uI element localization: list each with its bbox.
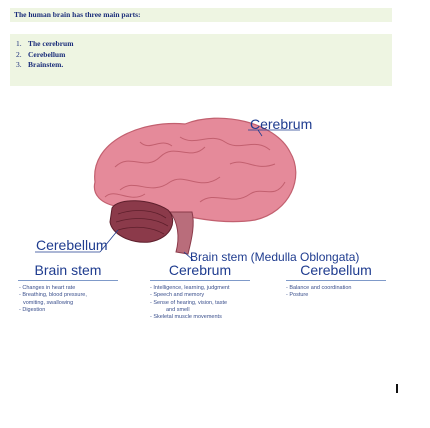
column-divider xyxy=(150,280,250,281)
list-item: 2. Cerebellum xyxy=(16,50,392,61)
list-item: - Balance and coordination xyxy=(286,285,352,291)
brainstem-shape xyxy=(168,211,194,255)
list-item: 3. Brainstem. xyxy=(16,60,392,71)
cerebrum-label: Cerebrum xyxy=(250,116,313,132)
cerebellum-leader xyxy=(99,229,119,253)
list-item: - Digestion xyxy=(19,306,46,313)
list-item: - Speech and memory xyxy=(150,292,205,299)
brainstem-label: Brain stem (Medulla Oblongata) xyxy=(190,250,360,264)
cerebellum-functions: - Balance and coordination - Posture xyxy=(286,285,351,300)
part-name: Brainstem. xyxy=(28,60,64,69)
intro-banner: The human brain has three main parts: xyxy=(10,8,392,22)
list-item: 1. The cerebrum xyxy=(16,39,392,50)
brain-illustration xyxy=(35,117,300,261)
part-name: The cerebrum xyxy=(28,39,74,48)
list-number: 2. xyxy=(16,49,22,59)
intro-text: The human brain has three main parts: xyxy=(14,10,141,19)
list-number: 1. xyxy=(16,39,22,48)
cerebrum-functions: - Intelligence, learning, judgment - Spe… xyxy=(150,285,230,321)
cerebellum-shape xyxy=(109,200,173,243)
cerebellum-folds xyxy=(115,210,169,235)
parts-list-box: 1. The cerebrum 2. Cerebellum 3. Brainstem. xyxy=(10,34,392,86)
list-item: and smell xyxy=(166,306,190,313)
gyri-lines xyxy=(104,136,286,203)
list-item: - Breathing, blood pressure, xyxy=(19,292,87,299)
cerebellum-label: Cerebellum xyxy=(36,237,108,253)
functions-section: Brain stem Cerebrum Cerebellum - Changes… xyxy=(0,258,430,428)
parts-list: 1. The cerebrum 2. Cerebellum 3. Brainstem. xyxy=(16,39,392,71)
list-item: - Intelligence, learning, judgment xyxy=(150,285,230,291)
part-name: Cerebellum xyxy=(28,49,66,59)
column-title-cerebellum: Cerebellum xyxy=(300,262,372,278)
column-divider xyxy=(286,280,386,281)
cerebrum-leader xyxy=(257,129,263,137)
list-number: 3. xyxy=(16,60,22,69)
brain-diagram: Cerebrum Cerebellum Brain stem (Medulla … xyxy=(0,112,430,272)
column-divider xyxy=(18,280,118,281)
text-cursor xyxy=(396,384,398,393)
list-item: - Changes in heart rate xyxy=(19,285,76,291)
column-title-cerebrum: Cerebrum xyxy=(168,262,232,278)
brainstem-leader xyxy=(183,251,194,261)
list-item: - Posture xyxy=(286,292,309,299)
list-item: - Skeletal muscle movements xyxy=(150,314,222,321)
brainstem-functions: - Changes in heart rate - Breathing, blo… xyxy=(19,285,87,314)
column-title-brainstem: Brain stem xyxy=(34,262,102,278)
list-item: vomiting, swallowing xyxy=(23,299,74,306)
list-item: - Sense of hearing, vision, taste xyxy=(150,299,228,306)
